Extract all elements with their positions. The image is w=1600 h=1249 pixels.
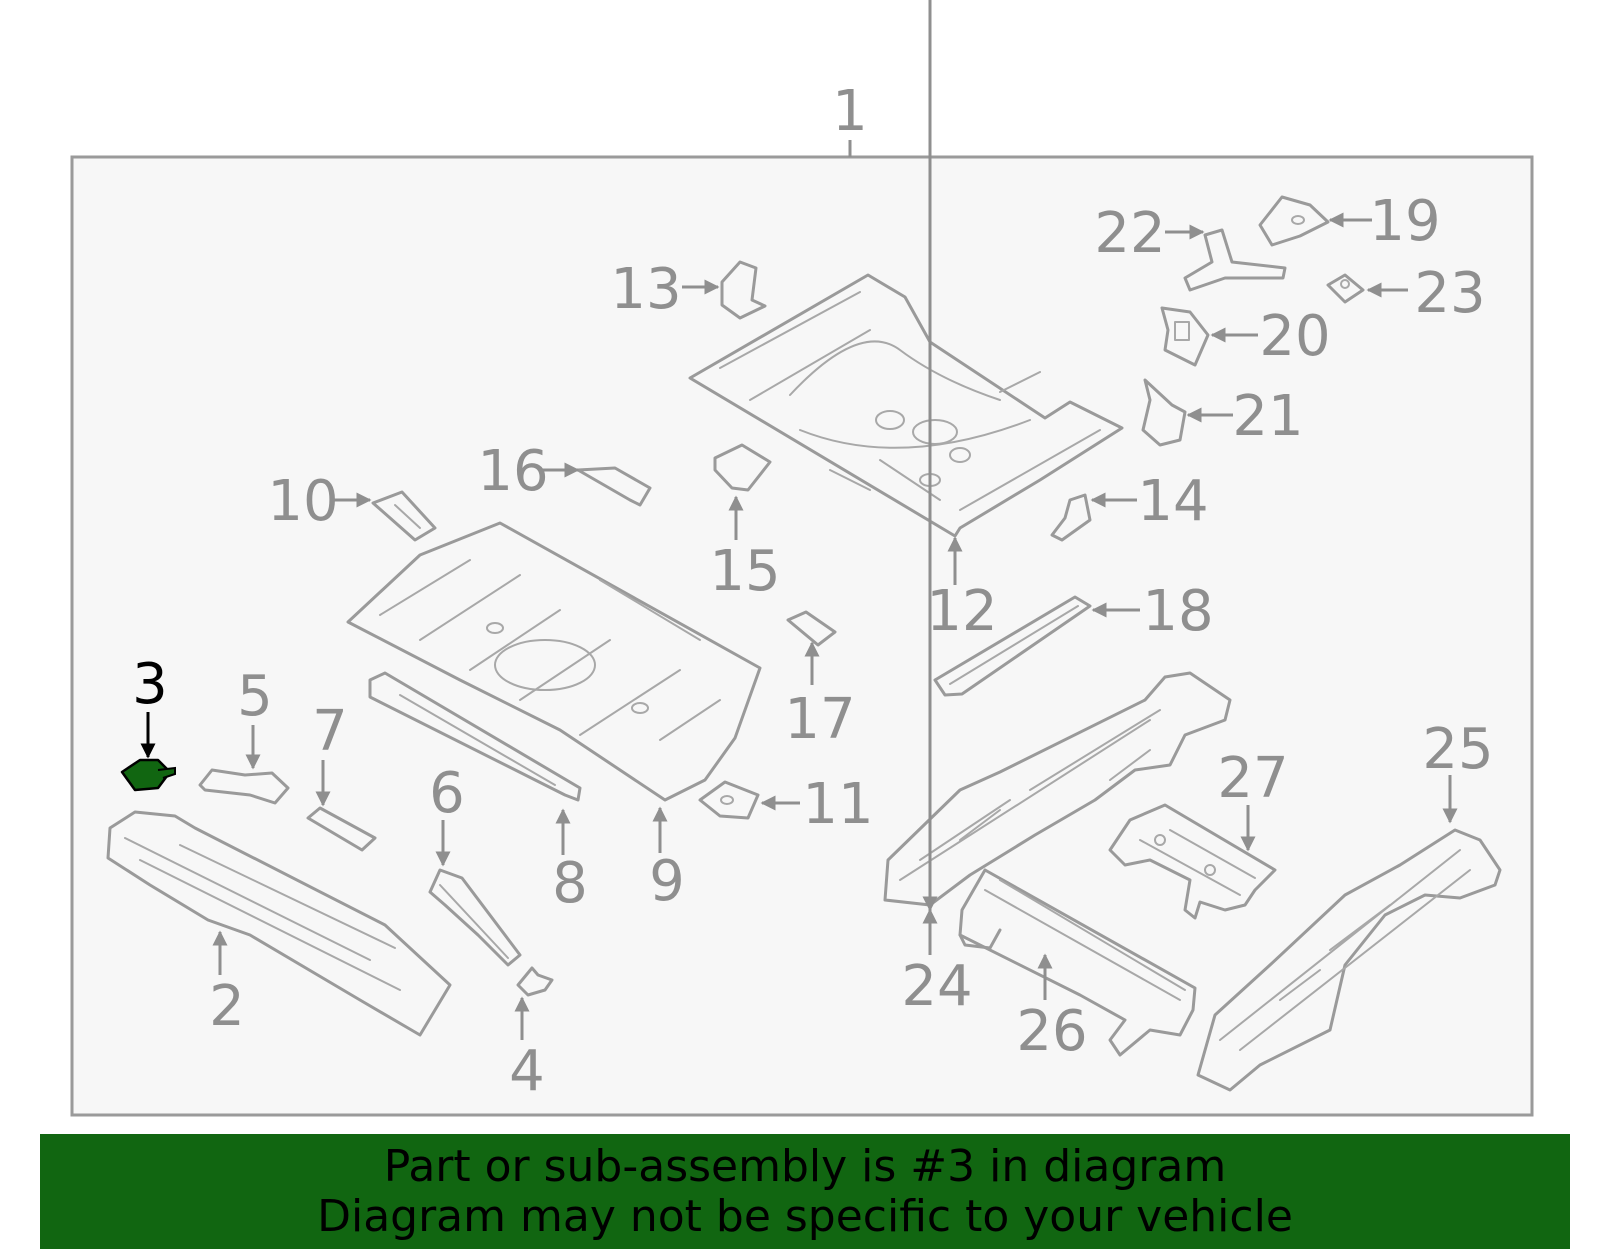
banner-line-1: Part or sub-assembly is #3 in diagram xyxy=(383,1141,1227,1192)
part-14-bracket[interactable] xyxy=(1050,493,1092,542)
part-3-bracket-highlighted[interactable] xyxy=(120,758,176,792)
callout-24[interactable]: 24 xyxy=(901,954,972,1019)
assembly-frame xyxy=(70,155,1534,1117)
callout-3[interactable]: 3 xyxy=(132,652,168,717)
part-15-bracket[interactable] xyxy=(713,443,772,492)
part-24-side-rail[interactable] xyxy=(883,671,1232,907)
part-23-clip[interactable] xyxy=(1326,273,1365,304)
part-7-plate[interactable] xyxy=(306,806,377,852)
callout-5[interactable]: 5 xyxy=(237,664,273,729)
part-27-panel[interactable] xyxy=(1108,803,1277,920)
part-4-clip[interactable] xyxy=(516,966,554,997)
part-22-bracket[interactable] xyxy=(1183,228,1287,292)
part-12-rear-floor[interactable] xyxy=(688,273,1124,538)
callout-18[interactable]: 18 xyxy=(1142,579,1213,644)
callout-2[interactable]: 2 xyxy=(209,974,245,1039)
callout-10[interactable]: 10 xyxy=(267,469,338,534)
part-8-crossmember[interactable] xyxy=(368,671,582,802)
part-16-bracket[interactable] xyxy=(576,466,652,507)
callout-27[interactable]: 27 xyxy=(1217,746,1288,811)
part-26-crossmember[interactable] xyxy=(958,868,1197,1057)
part-25-side-rail[interactable] xyxy=(1196,828,1502,1092)
callout-11[interactable]: 11 xyxy=(802,772,873,837)
callout-20[interactable]: 20 xyxy=(1259,304,1330,369)
callout-25[interactable]: 25 xyxy=(1422,717,1493,782)
callout-21[interactable]: 21 xyxy=(1232,384,1303,449)
part-21-bracket[interactable] xyxy=(1141,378,1187,447)
part-11-bracket[interactable] xyxy=(698,780,760,820)
callout-6[interactable]: 6 xyxy=(429,761,465,826)
info-banner: Part or sub-assembly is #3 in diagram Di… xyxy=(40,1134,1570,1249)
banner-line-2: Diagram may not be specific to your vehi… xyxy=(317,1191,1293,1242)
part-2-rail[interactable] xyxy=(106,810,452,1037)
callout-26[interactable]: 26 xyxy=(1016,999,1087,1064)
part-10-bracket[interactable] xyxy=(371,490,437,542)
callout-17[interactable]: 17 xyxy=(784,687,855,752)
part-18-crossbar[interactable] xyxy=(933,595,1092,697)
part-5-bracket[interactable] xyxy=(198,768,290,805)
callout-16[interactable]: 16 xyxy=(477,439,548,504)
part-17-bracket[interactable] xyxy=(786,610,837,647)
callout-15[interactable]: 15 xyxy=(709,539,780,604)
callout-14[interactable]: 14 xyxy=(1137,469,1208,534)
callout-19[interactable]: 19 xyxy=(1369,189,1440,254)
callout-9[interactable]: 9 xyxy=(649,849,685,914)
callout-8[interactable]: 8 xyxy=(552,851,588,916)
part-19-plate[interactable] xyxy=(1258,195,1330,247)
callout-12[interactable]: 12 xyxy=(926,579,997,644)
callout-23[interactable]: 23 xyxy=(1414,261,1485,326)
callout-1[interactable]: 1 xyxy=(832,79,868,144)
callout-4[interactable]: 4 xyxy=(509,1039,545,1104)
part-9-floor-pan[interactable] xyxy=(346,521,762,802)
part-6-rail[interactable] xyxy=(428,868,522,967)
part-13-bracket[interactable] xyxy=(720,260,767,320)
part-20-bracket[interactable] xyxy=(1160,306,1210,367)
callout-13[interactable]: 13 xyxy=(610,257,681,322)
callout-22[interactable]: 22 xyxy=(1094,201,1165,266)
callout-7[interactable]: 7 xyxy=(312,699,348,764)
